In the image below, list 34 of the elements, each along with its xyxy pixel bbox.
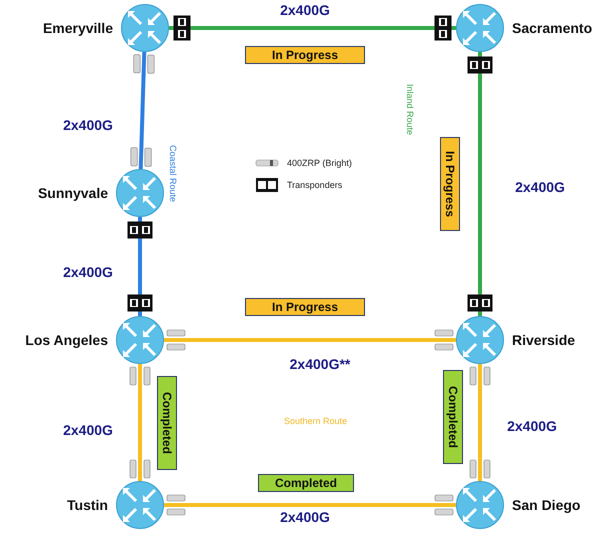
status-badge: Completed: [157, 376, 177, 470]
status-badge: Completed: [258, 474, 354, 492]
edge-label: 2x400G: [63, 264, 113, 280]
link-line: [478, 52, 482, 316]
link-line: [164, 503, 456, 507]
link-line: [138, 364, 142, 481]
router-name: Los Angeles: [25, 332, 108, 348]
status-badge: Completed: [443, 370, 463, 464]
status-badge: In Progress: [245, 46, 365, 64]
link-line: [138, 52, 146, 170]
edge-label: 2x400G: [63, 117, 113, 133]
edge-label: 2x400G**: [290, 356, 350, 372]
edge-label: 2x400G: [515, 179, 565, 195]
edge-label: 2x400G: [63, 422, 113, 438]
status-badge: In Progress: [245, 298, 365, 316]
status-badge: In Progress: [440, 137, 460, 231]
route-label: Southern Route: [284, 416, 348, 426]
link-line: [478, 364, 482, 481]
legend-text: Transponders: [287, 180, 342, 190]
router-name: Riverside: [512, 332, 576, 348]
route-label: Coastal Route: [168, 145, 178, 202]
router-name: Tustin: [67, 497, 108, 513]
router-name: Sunnyvale: [38, 185, 108, 201]
router-name: San Diego: [512, 497, 580, 513]
router-name: Sacramento: [512, 20, 592, 36]
legend-text: 400ZRP (Bright): [287, 158, 352, 168]
link-line: [138, 217, 142, 316]
link-line: [169, 26, 456, 30]
edge-label: 2x400G: [280, 2, 330, 18]
router-name: Emeryville: [42, 20, 113, 36]
route-label: Inland Route: [405, 84, 415, 136]
edge-label: 2x400G: [280, 509, 330, 525]
edge-label: 2x400G: [507, 418, 557, 434]
link-line: [164, 338, 456, 342]
